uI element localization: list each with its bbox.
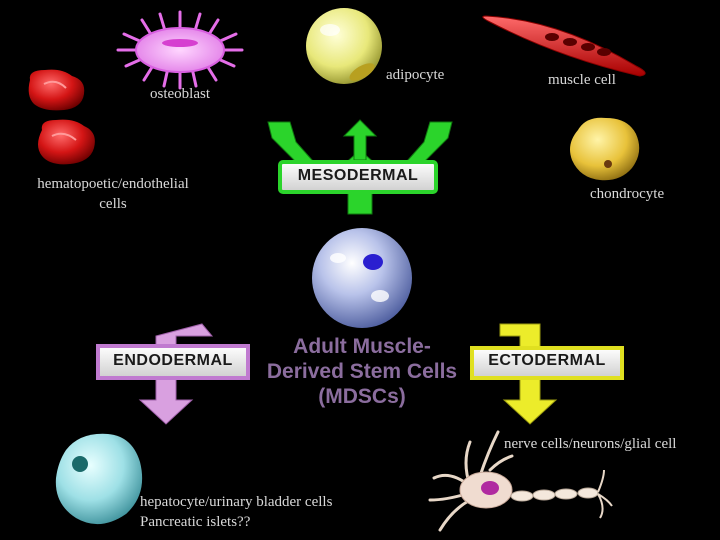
nerve-cells-label: nerve cells/neurons/glial cell	[504, 436, 677, 452]
adipocyte-label: adipocyte	[386, 67, 445, 83]
ectodermal-arrow-icon	[470, 323, 624, 425]
hepatocyte-label-line1: hepatocyte/urinary bladder cells	[140, 494, 333, 510]
hepatocyte-cell-icon	[55, 433, 143, 525]
endodermal-arrow-icon	[96, 323, 250, 425]
endothelial-cell-icon	[38, 119, 95, 165]
osteoblast-cell-icon	[116, 10, 244, 90]
hepatocyte-label-line2: Pancreatic islets??	[140, 514, 251, 530]
hepatocyte-label: hepatocyte/urinary bladder cells Pancrea…	[140, 492, 332, 532]
chondrocyte-cell-icon	[570, 117, 640, 181]
red-blood-cell-icon	[28, 69, 85, 111]
neuron-cell-icon	[428, 430, 613, 532]
adipocyte-cell-icon	[306, 8, 382, 84]
chondrocyte-label: chondrocyte	[590, 186, 665, 202]
mesodermal-label: MESODERMAL	[297, 167, 419, 184]
osteoblast-label: osteoblast	[150, 86, 210, 102]
muscle-cell-label: muscle cell	[548, 72, 616, 88]
muscle-cell-icon	[482, 15, 646, 77]
stem-cell-title-line2: Derived Stem Cells	[266, 360, 458, 383]
stem-cell-title: Adult Muscle- Derived Stem Cells (MDSCs)	[244, 334, 480, 409]
hematopoetic-label: hematopoetic/endothelial cells	[4, 174, 222, 214]
mesodermal-band	[278, 160, 438, 194]
endodermal-label: ENDODERMAL	[113, 352, 233, 369]
ectodermal-label: ECTODERMAL	[488, 352, 606, 369]
stem-cell-title-line3: (MDSCs)	[318, 385, 406, 408]
stem-cell-title-line1: Adult Muscle-	[293, 335, 431, 358]
hematopoetic-label-line1: hematopoetic/endothelial	[37, 176, 189, 192]
stem-cell-icon	[312, 228, 412, 328]
hematopoetic-label-line2: cells	[99, 196, 127, 212]
